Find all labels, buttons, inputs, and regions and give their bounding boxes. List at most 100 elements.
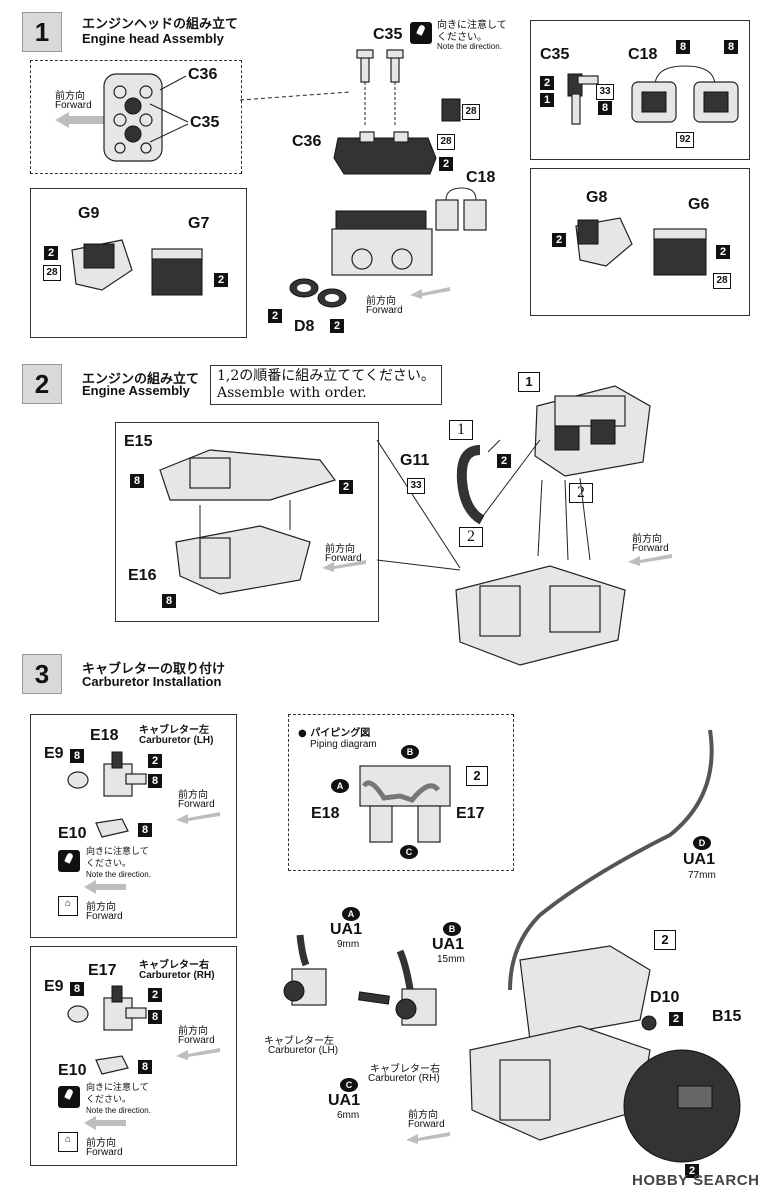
label-e9-rh: E9 (44, 978, 64, 995)
forward-jp-1: 前方向 (366, 296, 396, 307)
tag-33-g11: 33 (407, 478, 425, 494)
hose-b-label-marker: B (443, 922, 461, 936)
tag-8-e9-rh: 8 (70, 982, 84, 996)
forward-arrow-3e-icon (84, 1116, 126, 1130)
label-c35-right: C35 (540, 46, 570, 63)
note-en-lh: Note the direction. (86, 870, 151, 879)
tag-2-e17: 2 (148, 988, 162, 1002)
c18-part-detail (631, 65, 739, 123)
label-d10: D10 (650, 989, 680, 1006)
hose-c-part: UA1 (328, 1092, 361, 1109)
hose-b-length: 15mm (437, 954, 465, 965)
tag-33-c35: 33 (596, 84, 614, 100)
carb-rh-jp: キャブレター右 (139, 960, 209, 971)
forward-en-3a: Forward (178, 799, 215, 810)
hose-b-marker: B (401, 745, 419, 759)
tag-8-a: 8 (676, 40, 690, 54)
small-part-28 (441, 98, 461, 122)
tag-2-b15: 2 (685, 1164, 699, 1178)
g9-g7-detail-box (30, 188, 247, 338)
hose-a-marker: A (331, 779, 349, 793)
forward-arrow-3b-icon (84, 880, 126, 894)
tag-8-e10-lh: 8 (138, 823, 152, 837)
label-c36: C36 (292, 133, 322, 150)
gate-icon-rh: ⌂ (58, 1132, 78, 1152)
step-1-ref-box: 1 (518, 372, 540, 392)
tag-28-c36: 28 (437, 134, 455, 150)
label-c36-detail: C36 (188, 66, 218, 83)
label-g11: G11 (400, 452, 430, 469)
label-g9: G9 (78, 205, 100, 222)
note-jp-lh: 向きに注意して ください。 (86, 847, 149, 869)
note-jp-rh: 向きに注意して ください。 (86, 1083, 149, 1105)
watermark-logo: HOBBY SEARCH (632, 1172, 760, 1189)
forward-en-3f: Forward (86, 1147, 123, 1158)
g8-g6-detail-box (530, 168, 750, 316)
d8-gaskets (289, 278, 347, 308)
forward-arrow-3a-icon (176, 812, 220, 824)
forward-en-2a: Forward (325, 553, 362, 564)
c35-pins (356, 49, 404, 126)
step-1-title-en: Engine head Assembly (82, 31, 224, 46)
forward-jp: 前方向 (55, 91, 85, 102)
label-b15: B15 (712, 1008, 742, 1025)
note-icon (410, 22, 432, 44)
hose-d-length: 77mm (688, 870, 716, 881)
tag-2-c36: 2 (439, 157, 453, 171)
carb-lh-part (67, 751, 147, 797)
tag-8-e17: 8 (148, 1010, 162, 1024)
carb-assembly-rh (395, 949, 437, 1026)
d10-part (641, 1015, 657, 1031)
step-2-title-jp: エンジンの組み立て (82, 372, 200, 387)
note-icon-lh (58, 850, 80, 872)
tag-8-e16: 8 (162, 594, 176, 608)
piping-diagram-engine (359, 765, 451, 843)
c18-part (435, 187, 487, 231)
carb-assembly-lh-jp: キャブレター左 (264, 1036, 334, 1047)
forward-en: Forward (55, 100, 92, 111)
forward-en-3c: Forward (86, 911, 123, 922)
step3-ref-2: 2 (654, 930, 676, 950)
hose-c-piece (358, 991, 390, 1005)
label-e10-rh: E10 (58, 1062, 87, 1079)
hose-d-ua1 (508, 729, 714, 991)
hose-b-part: UA1 (432, 936, 465, 953)
carb-rh-detail-box (30, 946, 237, 1166)
order-2-marker-b: 2 (569, 483, 593, 503)
tag-2-e15: 2 (339, 480, 353, 494)
hose-c-length: 6mm (337, 1110, 360, 1121)
assembly-order-note: 1,2の順番に組み立ててください。 Assemble with order. (210, 365, 442, 405)
tag-92: 92 (676, 132, 694, 148)
label-c18: C18 (466, 169, 496, 186)
g7-part (151, 248, 203, 296)
g6-part (653, 228, 707, 276)
engine-head-assembled (534, 385, 651, 477)
forward-en-3d: Forward (178, 1035, 215, 1046)
label-g6: G6 (688, 196, 710, 213)
tag-2-d8-b: 2 (330, 319, 344, 333)
step-2-number: 2 (22, 364, 62, 404)
hose-c-marker: C (400, 845, 418, 859)
tag-2-g8: 2 (552, 233, 566, 247)
tag-8-e18: 8 (148, 774, 162, 788)
step-1-note-jp: 向きに注意して ください。 (437, 20, 507, 43)
forward-jp-2a: 前方向 (325, 544, 355, 555)
label-c18-right: C18 (628, 46, 658, 63)
tag-28-top: 28 (462, 104, 480, 120)
tag-2-e18: 2 (148, 754, 162, 768)
forward-jp-3g: 前方向 (408, 1110, 438, 1121)
forward-en-3g: Forward (408, 1119, 445, 1130)
b15-engine-cover (623, 1049, 741, 1163)
forward-jp-3f: 前方向 (86, 1138, 116, 1149)
forward-en-2b: Forward (632, 543, 669, 554)
note-icon-rh (58, 1086, 80, 1108)
forward-arrow-2b-icon (628, 554, 672, 566)
forward-jp-3c: 前方向 (86, 902, 116, 913)
carb-lh-jp: キャブレター左 (139, 725, 209, 736)
label-e17: E17 (88, 962, 117, 979)
step-2-title-en: Engine Assembly (82, 383, 190, 398)
g8-part (575, 217, 633, 267)
